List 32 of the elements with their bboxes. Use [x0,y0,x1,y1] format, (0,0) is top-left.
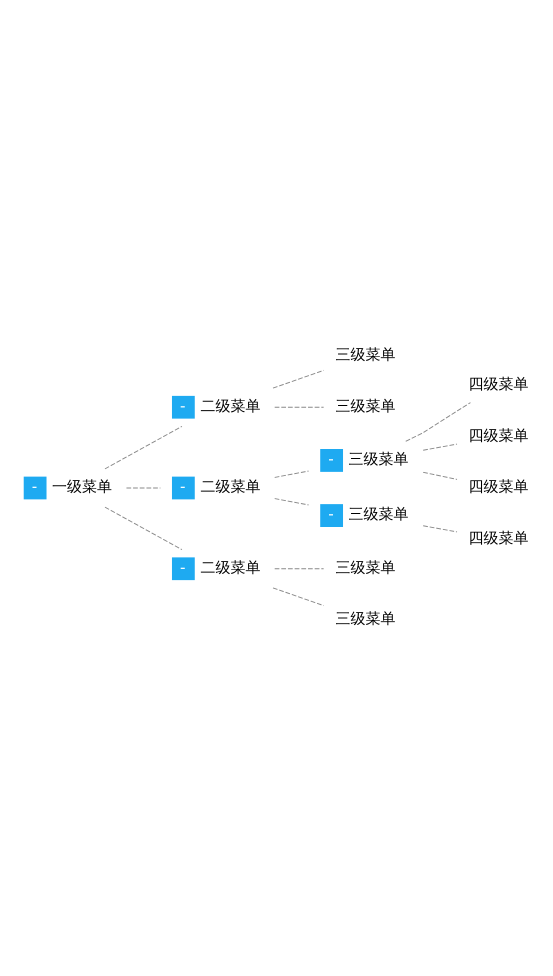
node-text: 四级菜单 [468,478,528,496]
node-text: 三级菜单 [335,558,396,576]
connector [274,498,310,506]
node-text: 四级菜单 [468,374,528,393]
connector [104,426,182,470]
connector [104,506,182,550]
connector [405,402,471,442]
node-label: 二级菜单 [200,396,260,415]
connector [422,444,458,451]
connector [422,525,458,532]
connector [272,587,324,606]
node-text: 三级菜单 [335,610,396,628]
node-text: 四级菜单 [468,528,528,547]
node-label: 二级菜单 [200,558,260,576]
node-text: 四级菜单 [468,426,528,444]
node-box: - [24,476,47,500]
node-label: 三级菜单 [348,505,409,524]
node-label: 二级菜单 [200,478,260,496]
connector [272,370,324,389]
node-label: 一级菜单 [52,478,112,496]
node-box: - [172,557,195,580]
connector [274,568,324,570]
node-box: - [320,504,344,527]
node-label: 三级菜单 [348,450,409,468]
node-box: - [172,396,195,419]
node-box: - [320,449,344,472]
node-text: 三级菜单 [335,396,396,415]
connector [274,406,324,408]
connector [422,472,458,480]
node-text: 三级菜单 [335,346,396,364]
connector [274,470,310,478]
node-box: - [172,476,195,500]
